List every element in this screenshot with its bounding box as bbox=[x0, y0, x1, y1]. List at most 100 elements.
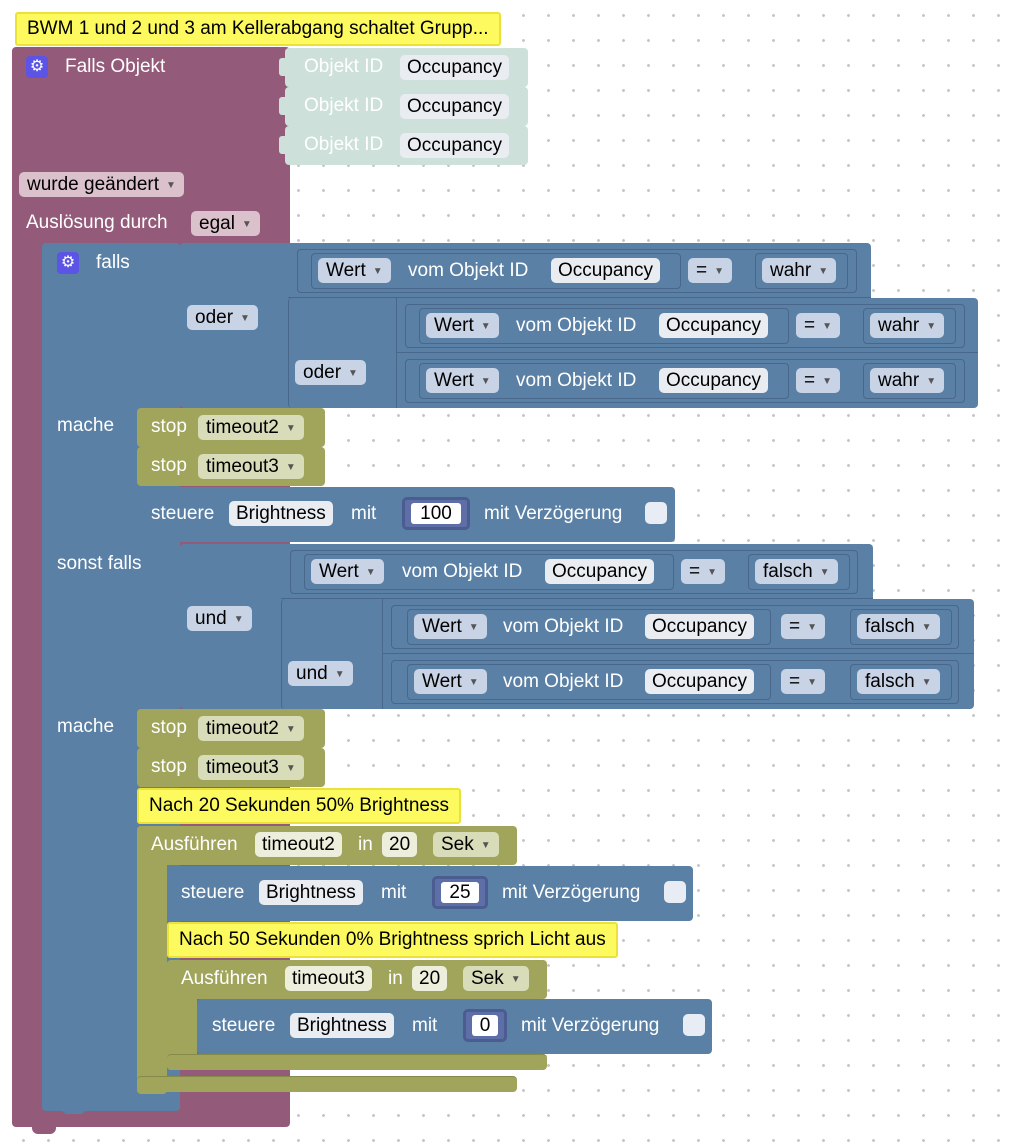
caret-down-icon: ▼ bbox=[372, 266, 383, 277]
main-comment[interactable]: BWM 1 und 2 und 3 am Kellerabgang schalt… bbox=[15, 12, 501, 46]
trigger-by-label: Auslösung durch bbox=[26, 212, 168, 233]
gear-icon[interactable]: ⚙ bbox=[57, 252, 79, 274]
change-dropdown[interactable]: wurde geändert▼ bbox=[19, 172, 184, 197]
timeout-dropdown[interactable]: timeout2▼ bbox=[198, 716, 304, 741]
caret-down-icon: ▼ bbox=[285, 462, 296, 473]
caret-down-icon: ▼ bbox=[233, 614, 244, 625]
caret-down-icon: ▼ bbox=[926, 376, 937, 387]
operator-dropdown[interactable]: =▼ bbox=[796, 368, 841, 393]
operator-dropdown[interactable]: =▼ bbox=[781, 669, 826, 694]
number-field[interactable]: 0 bbox=[472, 1015, 498, 1036]
bool-dropdown[interactable]: wahr▼ bbox=[762, 258, 837, 283]
or-dropdown[interactable]: oder▼ bbox=[295, 360, 366, 385]
from-object-label: vom Objekt ID bbox=[516, 315, 637, 336]
and-dropdown[interactable]: und▼ bbox=[187, 606, 252, 631]
else-if-label: sonst falls bbox=[57, 553, 142, 574]
trigger-by-dropdown[interactable]: egal▼ bbox=[191, 211, 260, 236]
value-dropdown[interactable]: Wert▼ bbox=[426, 313, 499, 338]
operator-dropdown[interactable]: =▼ bbox=[688, 258, 733, 283]
caret-down-icon: ▼ bbox=[468, 677, 479, 688]
value-dropdown[interactable]: Wert▼ bbox=[414, 614, 487, 639]
bool-dropdown[interactable]: falsch▼ bbox=[755, 559, 838, 584]
caret-down-icon: ▼ bbox=[240, 313, 250, 324]
do-label: mache bbox=[57, 716, 115, 737]
connector-tab bbox=[279, 136, 285, 154]
execute-label: Ausführen bbox=[181, 968, 268, 989]
delay-field[interactable]: 20 bbox=[412, 966, 448, 991]
target-field[interactable]: Brightness bbox=[290, 1013, 394, 1038]
number-block[interactable]: 25 bbox=[432, 876, 488, 909]
operator-dropdown[interactable]: =▼ bbox=[681, 559, 726, 584]
execute-block-footer bbox=[137, 1076, 517, 1092]
caret-down-icon: ▼ bbox=[468, 622, 479, 633]
object-id-field[interactable]: Occupancy bbox=[659, 313, 769, 338]
if-block-bottom-tab bbox=[62, 1104, 86, 1114]
or-dropdown[interactable]: oder▼ bbox=[187, 305, 258, 330]
target-field[interactable]: Brightness bbox=[229, 501, 333, 526]
and-dropdown[interactable]: und▼ bbox=[288, 661, 353, 686]
from-object-label: vom Objekt ID bbox=[408, 260, 529, 281]
value-dropdown[interactable]: Wert▼ bbox=[426, 368, 499, 393]
object-id-field[interactable]: Occupancy bbox=[645, 669, 755, 694]
object-id-field[interactable]: Occupancy bbox=[400, 94, 510, 119]
object-id-field[interactable]: Occupancy bbox=[545, 559, 655, 584]
in-label: in bbox=[358, 834, 373, 855]
caret-down-icon: ▼ bbox=[819, 567, 830, 578]
object-id-field[interactable]: Occupancy bbox=[645, 614, 755, 639]
bool-dropdown[interactable]: wahr▼ bbox=[870, 313, 945, 338]
number-block[interactable]: 0 bbox=[463, 1009, 507, 1042]
number-field[interactable]: 25 bbox=[441, 882, 479, 903]
number-block[interactable]: 100 bbox=[402, 497, 470, 530]
comment-block[interactable]: Nach 20 Sekunden 50% Brightness bbox=[137, 788, 461, 824]
value-dropdown[interactable]: Wert▼ bbox=[414, 669, 487, 694]
delay-checkbox[interactable] bbox=[683, 1014, 705, 1036]
caret-down-icon: ▼ bbox=[921, 677, 932, 688]
timeout-dropdown[interactable]: timeout3▼ bbox=[198, 454, 304, 479]
caret-down-icon: ▼ bbox=[926, 321, 937, 332]
operator-dropdown[interactable]: =▼ bbox=[781, 614, 826, 639]
comment-block[interactable]: Nach 50 Sekunden 0% Brightness sprich Li… bbox=[167, 922, 618, 958]
object-id-field[interactable]: Occupancy bbox=[400, 133, 510, 158]
execute-block-body bbox=[167, 960, 197, 1070]
timeout-name-field[interactable]: timeout2 bbox=[255, 832, 342, 857]
target-field[interactable]: Brightness bbox=[259, 880, 363, 905]
control-label: steuere bbox=[212, 1015, 276, 1036]
control-block[interactable] bbox=[197, 999, 712, 1054]
object-id-field[interactable]: Occupancy bbox=[659, 368, 769, 393]
stop-label: stop bbox=[151, 717, 187, 738]
control-block[interactable] bbox=[167, 866, 693, 921]
stop-label: stop bbox=[151, 756, 187, 777]
block-separator bbox=[396, 352, 978, 353]
delay-checkbox[interactable] bbox=[664, 881, 686, 903]
bool-dropdown[interactable]: falsch▼ bbox=[857, 669, 940, 694]
value-dropdown[interactable]: Wert▼ bbox=[318, 258, 391, 283]
bool-dropdown[interactable]: falsch▼ bbox=[857, 614, 940, 639]
trigger-label: Falls Objekt bbox=[65, 56, 166, 77]
in-label: in bbox=[388, 968, 403, 989]
caret-down-icon: ▼ bbox=[818, 266, 829, 277]
connector-tab bbox=[279, 97, 285, 115]
bool-dropdown[interactable]: wahr▼ bbox=[870, 368, 945, 393]
from-object-label: vom Objekt ID bbox=[503, 616, 624, 637]
number-field[interactable]: 100 bbox=[411, 503, 461, 524]
timeout-dropdown[interactable]: timeout3▼ bbox=[198, 755, 304, 780]
delay-checkbox[interactable] bbox=[645, 502, 667, 524]
caret-down-icon: ▼ bbox=[241, 219, 252, 230]
gear-icon[interactable]: ⚙ bbox=[26, 56, 48, 78]
caret-down-icon: ▼ bbox=[166, 180, 176, 191]
from-object-label: vom Objekt ID bbox=[503, 671, 624, 692]
delay-field[interactable]: 20 bbox=[382, 832, 418, 857]
timeout-dropdown[interactable]: timeout2▼ bbox=[198, 415, 304, 440]
unit-dropdown[interactable]: Sek▼ bbox=[463, 966, 529, 991]
block-separator bbox=[281, 598, 873, 599]
unit-dropdown[interactable]: Sek▼ bbox=[433, 832, 499, 857]
caret-down-icon: ▼ bbox=[285, 423, 296, 434]
object-id-field[interactable]: Occupancy bbox=[400, 55, 510, 80]
object-id-field[interactable]: Occupancy bbox=[551, 258, 661, 283]
operator-dropdown[interactable]: =▼ bbox=[796, 313, 841, 338]
delay-label: mit Verzögerung bbox=[484, 503, 623, 524]
do-label: mache bbox=[57, 415, 115, 436]
timeout-name-field[interactable]: timeout3 bbox=[285, 966, 372, 991]
caret-down-icon: ▼ bbox=[285, 724, 296, 735]
value-dropdown[interactable]: Wert▼ bbox=[311, 559, 384, 584]
